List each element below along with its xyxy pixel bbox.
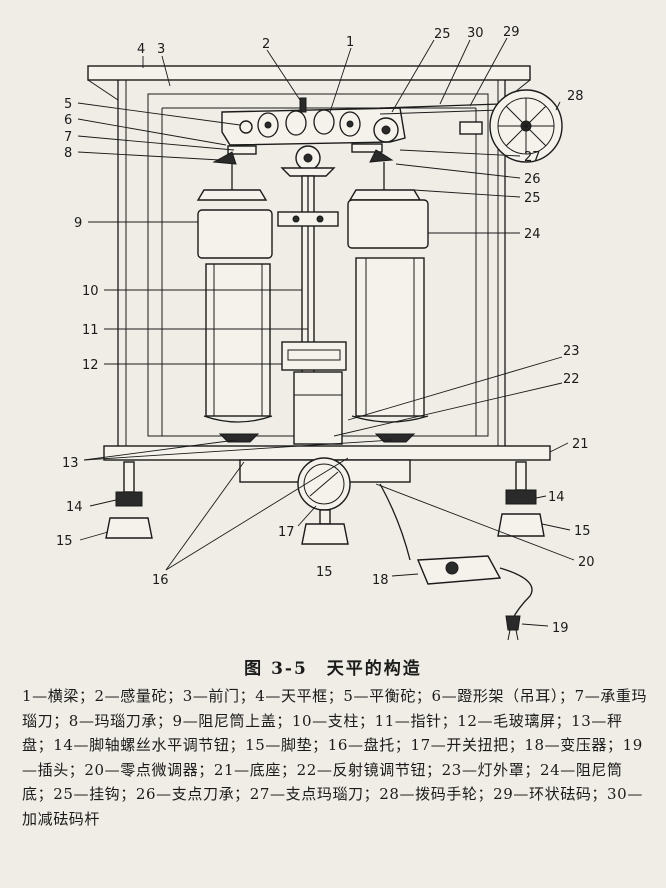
label-3: 3 (157, 42, 165, 57)
left-pan-system (196, 164, 273, 443)
label-14-left: 14 (66, 500, 83, 515)
label-20: 20 (578, 555, 595, 570)
label-13: 13 (62, 456, 79, 471)
left-damper-bottom (205, 263, 271, 417)
label-2: 2 (262, 37, 270, 52)
left-pan-support (218, 433, 260, 443)
scale-screen (281, 341, 347, 371)
label-22: 22 (563, 372, 580, 387)
label-25: 25 (524, 191, 541, 206)
sensitivity-screw (299, 97, 307, 113)
label-10: 10 (82, 284, 99, 299)
label-8: 8 (64, 146, 72, 161)
base-assembly (103, 445, 551, 545)
center-foot (301, 509, 349, 545)
dial-knob (489, 89, 563, 163)
power-assembly (379, 483, 533, 641)
label-9: 9 (74, 216, 82, 231)
plug (505, 615, 521, 631)
label-25-top: 25 (434, 27, 451, 42)
balance-diagram: 4 3 2 1 25 30 29 28 5 6 7 8 27 26 25 24 … (56, 25, 595, 641)
right-damper-bottom (355, 257, 425, 417)
top-frame (87, 65, 531, 81)
transformer (416, 555, 502, 585)
label-15-center: 15 (316, 565, 333, 580)
label-30: 30 (467, 26, 484, 41)
leader-lines (77, 37, 575, 627)
lamp-housing (293, 371, 343, 445)
column-pointer (277, 175, 347, 445)
label-1: 1 (346, 35, 354, 50)
label-26: 26 (524, 172, 541, 187)
rider-bar (379, 103, 501, 109)
label-15-left: 15 (56, 534, 73, 549)
label-19: 19 (552, 621, 569, 636)
label-14-right: 14 (548, 490, 565, 505)
label-21: 21 (572, 437, 589, 452)
label-27: 27 (524, 150, 541, 165)
label-11: 11 (82, 323, 99, 338)
label-7: 7 (64, 130, 72, 145)
right-foot (497, 461, 545, 537)
right-pan-system (347, 162, 429, 443)
left-damper-top (197, 209, 273, 259)
label-18: 18 (372, 573, 389, 588)
beam-assembly (212, 89, 563, 177)
label-12: 12 (82, 358, 99, 373)
label-6: 6 (64, 113, 72, 128)
balance-nut (239, 120, 253, 134)
label-17: 17 (278, 525, 295, 540)
part-labels: 4 3 2 1 25 30 29 28 5 6 7 8 27 26 25 24 … (56, 25, 595, 636)
label-29: 29 (503, 25, 520, 40)
label-24: 24 (524, 227, 541, 242)
label-5: 5 (64, 97, 72, 112)
power-cable (379, 483, 411, 561)
label-15-right: 15 (574, 524, 591, 539)
left-foot (105, 461, 153, 539)
right-damper-top (347, 199, 429, 249)
label-4: 4 (137, 42, 145, 57)
figure-caption: 图 3-5 天平的构造 (244, 659, 422, 679)
label-23: 23 (563, 344, 580, 359)
label-28: 28 (567, 89, 584, 104)
label-16: 16 (152, 573, 169, 588)
parts-legend: 1—横梁；2—感量砣；3—前门；4—天平框；5—平衡砣；6—蹬形架（吊耳）；7—… (22, 687, 648, 828)
